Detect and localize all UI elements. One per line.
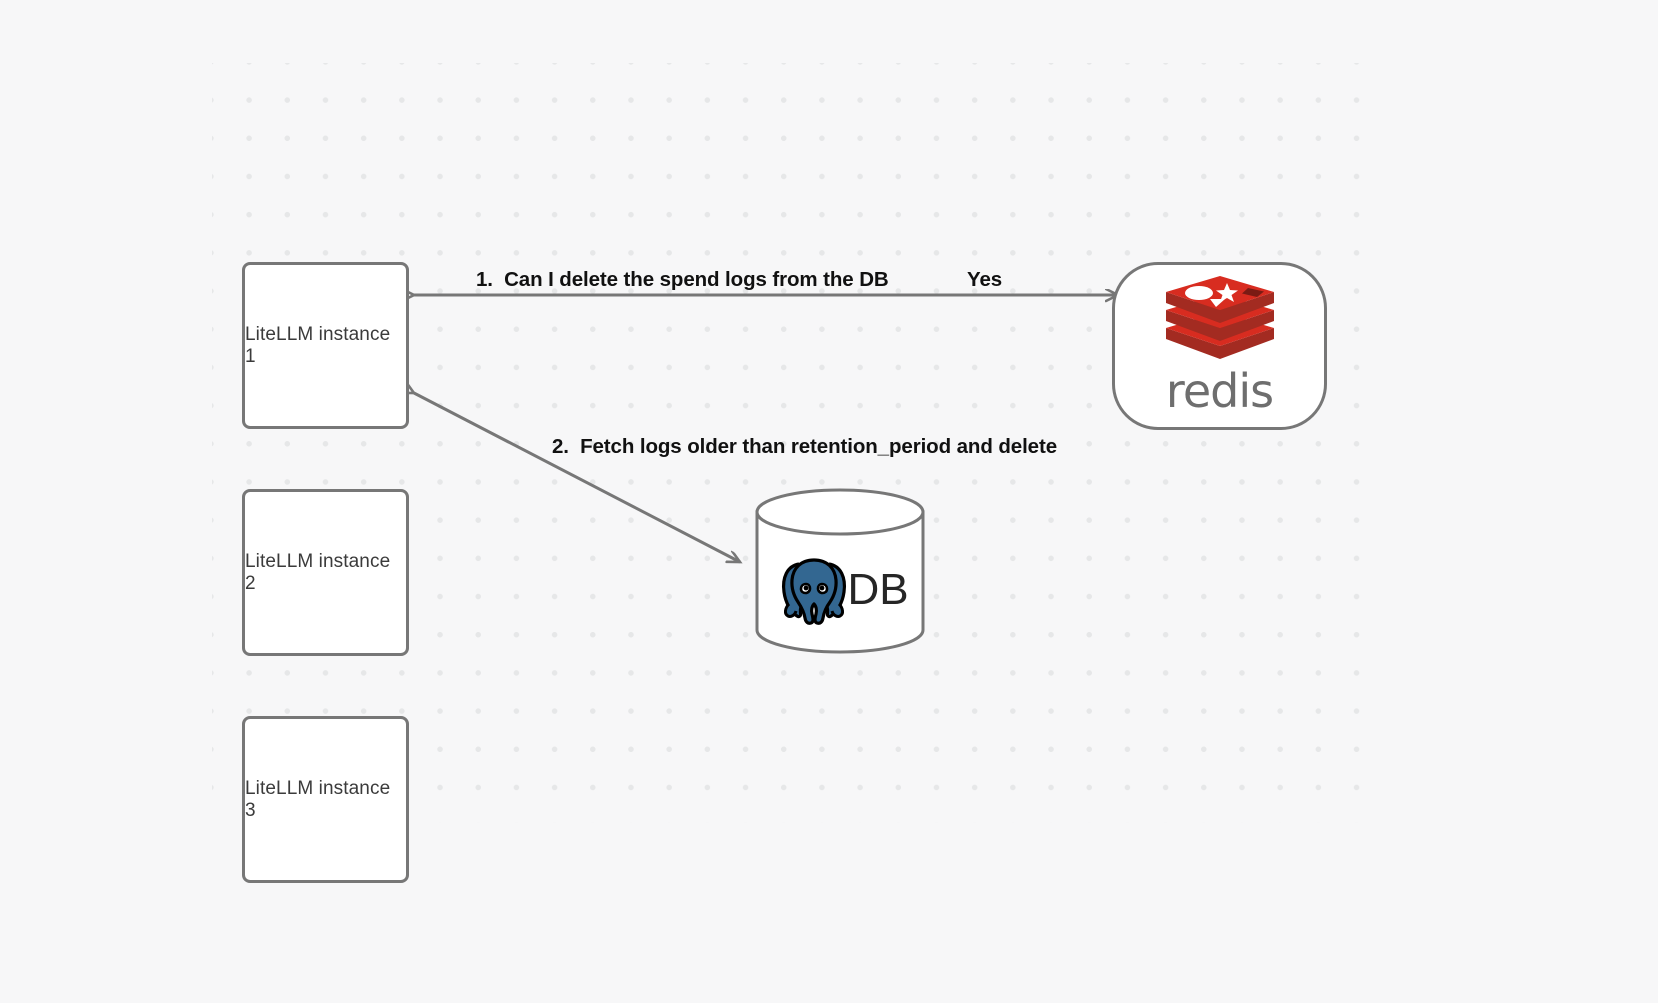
node-litellm-instance-2[interactable]: LiteLLM instance 2 <box>242 489 409 656</box>
edge-label-step-1: 1. Can I delete the spend logs from the … <box>476 268 889 291</box>
node-database[interactable]: DB <box>754 488 926 654</box>
postgresql-elephant-icon <box>782 558 847 625</box>
redis-logo-icon <box>1165 276 1274 359</box>
node-litellm-instance-1[interactable]: LiteLLM instance 1 <box>242 262 409 429</box>
node-label: LiteLLM instance 2 <box>245 550 391 594</box>
node-litellm-instance-3[interactable]: LiteLLM instance 3 <box>242 716 409 883</box>
redis-wordmark: redis <box>1165 364 1274 418</box>
database-label: DB <box>847 565 909 614</box>
node-label: LiteLLM instance 3 <box>245 777 391 821</box>
edge-litellm1-database <box>414 393 740 562</box>
node-label: LiteLLM instance 1 <box>245 323 391 367</box>
node-redis[interactable]: redis <box>1112 262 1327 430</box>
edge-label-step-2: 2. Fetch logs older than retention_perio… <box>552 435 1057 458</box>
edge-label-step-1-reply: Yes <box>967 268 1003 291</box>
